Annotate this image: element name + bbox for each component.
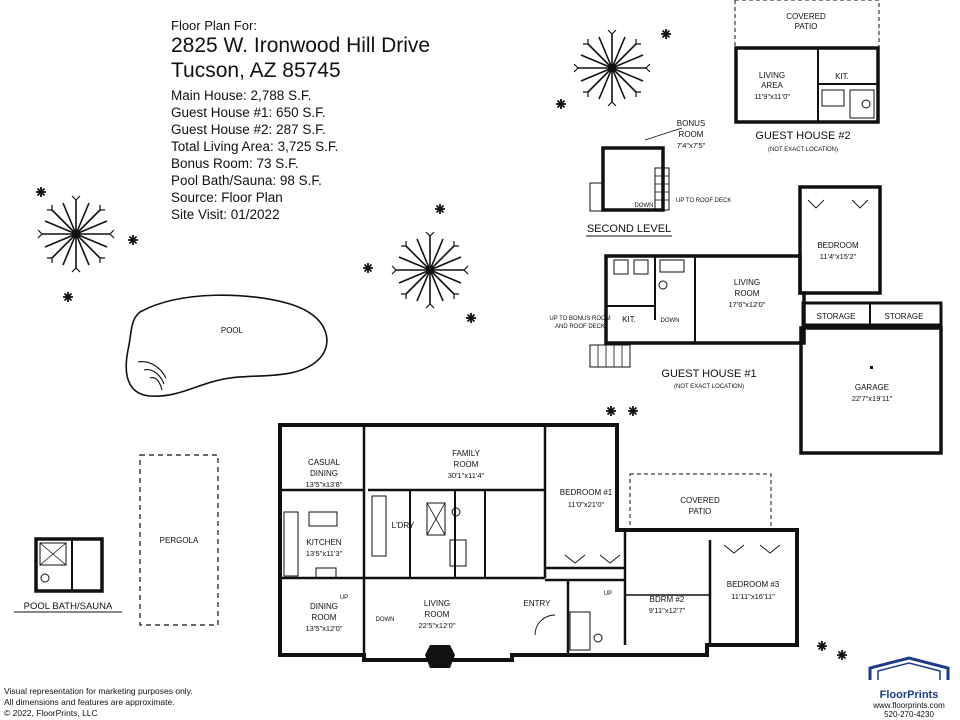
- main-up-label: UP: [340, 595, 348, 601]
- guest-house-2-note: (NOT EXACT LOCATION): [768, 147, 838, 153]
- brand-phone: 520-270-4230: [884, 710, 934, 719]
- brand-url: www.floorprints.com: [873, 701, 945, 710]
- bonus-down-label: DOWN: [635, 203, 654, 209]
- bonus-label-1: BONUS: [677, 119, 705, 128]
- bedroom-2-dim: 9'11"x12'7": [649, 606, 686, 615]
- pool-bath-label: POOL BATH/SAUNA: [24, 601, 113, 612]
- stat-pool-bath: Pool Bath/Sauna: 98 S.F.: [171, 173, 322, 188]
- g1-living-label-1: LIVING: [734, 278, 760, 287]
- stat-guest-house-1: Guest House #1: 650 S.F.: [171, 105, 326, 120]
- garage-label: GARAGE: [855, 383, 889, 392]
- g1-bedroom-label: BEDROOM: [817, 241, 859, 250]
- pool-label: POOL: [221, 326, 244, 335]
- stat-site-visit: Site Visit: 01/2022: [171, 207, 280, 222]
- brand-name: FloorPrints: [879, 689, 939, 701]
- g1-living-label-2: ROOM: [735, 289, 760, 298]
- entry-label: ENTRY: [524, 599, 552, 608]
- g2-patio-label-2: PATIO: [795, 22, 818, 31]
- g2-patio-label-1: COVERED: [786, 12, 826, 21]
- disclaimer-line-1: Visual representation for marketing purp…: [4, 686, 193, 696]
- floor-plan-header: Floor Plan For: 2825 W. Ironwood Hill Dr…: [171, 18, 430, 223]
- bedroom-2-label: BDRM #2: [650, 595, 685, 604]
- disclaimer-line-2: All dimensions and features are approxim…: [4, 697, 175, 707]
- family-room-label-2: ROOM: [454, 460, 479, 469]
- g2-living-label-2: AREA: [761, 81, 783, 90]
- pool-bath-outline: [34, 537, 104, 593]
- main-patio-label-1: COVERED: [680, 496, 720, 505]
- storage-2-label: STORAGE: [885, 312, 924, 321]
- main-patio-label-2: PATIO: [689, 507, 712, 516]
- living-room-label-1: LIVING: [424, 599, 450, 608]
- laundry-label: L'DRY: [392, 521, 415, 530]
- garage-dim: 22'7"x19'11": [852, 394, 893, 403]
- tree-icon: [573, 29, 651, 107]
- family-room-label-1: FAMILY: [452, 449, 481, 458]
- bonus-label-2: ROOM: [679, 130, 704, 139]
- living-room-dim: 22'5"x12'0": [419, 621, 456, 630]
- guest-house-1-outline: [589, 185, 943, 455]
- bedroom-1-label: BEDROOM #1: [560, 488, 613, 497]
- up-bonus-label-1: UP TO BONUS ROOM: [549, 316, 610, 322]
- guest-house-2-outline: [734, 0, 880, 124]
- main-up-label-2: UP: [604, 591, 612, 597]
- stat-source: Source: Floor Plan: [171, 190, 283, 205]
- stat-main-house: Main House: 2,788 S.F.: [171, 88, 312, 103]
- tree-icon: [391, 231, 469, 309]
- family-room-dim: 30'1"x11'4": [448, 471, 485, 480]
- roof-deck-label: UP TO ROOF DECK: [676, 198, 731, 204]
- second-level-title: SECOND LEVEL: [587, 223, 671, 235]
- g1-living-dim: 17'6"x12'0": [729, 300, 766, 309]
- g2-living-dim: 11'9"x11'0": [754, 92, 790, 101]
- g1-kit-label: KIT.: [622, 315, 636, 324]
- house-logo-icon: [868, 656, 950, 680]
- casual-dining-label-2: DINING: [310, 469, 338, 478]
- g2-kit-label: KIT.: [835, 72, 849, 81]
- header-kicker: Floor Plan For:: [171, 18, 257, 33]
- pergola-outline: [139, 454, 219, 626]
- main-down-label: DOWN: [376, 617, 395, 623]
- dining-room-label-1: DINING: [310, 602, 338, 611]
- dining-room-dim: 13'5"x12'0": [306, 624, 343, 633]
- brand-block: FloorPrints www.floorprints.com 520-270-…: [862, 656, 956, 719]
- storage-1-label: STORAGE: [817, 312, 856, 321]
- up-bonus-label-2: AND ROOF DECK: [555, 324, 605, 330]
- casual-dining-label-1: CASUAL: [308, 458, 341, 467]
- bedroom-3-label: BEDROOM #3: [727, 580, 780, 589]
- bedroom-1-dim: 11'0"x21'0": [568, 500, 605, 509]
- casual-dining-dim: 13'5"x13'8": [306, 480, 343, 489]
- stat-bonus-room: Bonus Room: 73 S.F.: [171, 156, 299, 171]
- stat-guest-house-2: Guest House #2: 287 S.F.: [171, 122, 326, 137]
- pergola-label: PERGOLA: [160, 536, 199, 545]
- stat-total-living: Total Living Area: 3,725 S.F.: [171, 139, 339, 154]
- dining-room-label-2: ROOM: [312, 613, 337, 622]
- living-room-label-2: ROOM: [425, 610, 450, 619]
- address-line-1: 2825 W. Ironwood Hill Drive: [171, 34, 431, 57]
- g2-living-label-1: LIVING: [759, 71, 785, 80]
- disclaimer: Visual representation for marketing purp…: [4, 686, 193, 719]
- kitchen-dim: 13'5"x11'3": [306, 549, 343, 558]
- g1-bedroom-dim: 11'4"x15'2": [820, 252, 857, 261]
- main-house-outline: [278, 423, 799, 668]
- guest-house-1-title: GUEST HOUSE #1: [661, 368, 756, 380]
- guest-house-2-title: GUEST HOUSE #2: [755, 130, 850, 142]
- pool-outline: [125, 294, 328, 397]
- bonus-room-outline: [589, 127, 683, 212]
- g1-down-label: DOWN: [661, 318, 680, 324]
- bedroom-3-dim: 11'11"x16'11": [731, 592, 775, 601]
- bonus-dim: 7'4"x7'5": [677, 141, 706, 150]
- address-line-2: Tucson, AZ 85745: [171, 59, 341, 82]
- guest-house-1-note: (NOT EXACT LOCATION): [674, 384, 744, 390]
- copyright: © 2022, FloorPrints, LLC: [4, 708, 98, 718]
- kitchen-label: KITCHEN: [306, 538, 341, 547]
- tree-icon: [37, 195, 115, 273]
